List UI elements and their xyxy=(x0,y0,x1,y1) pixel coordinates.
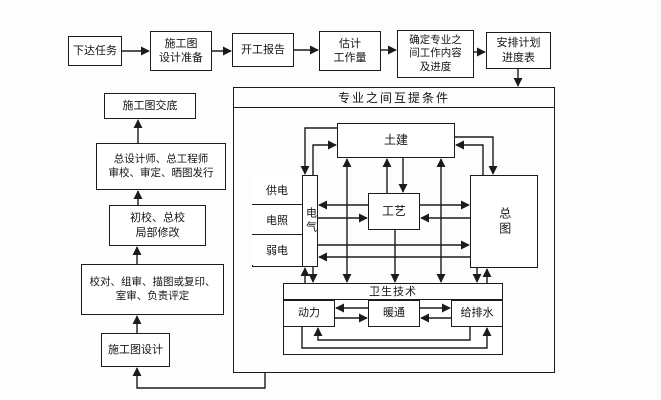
node-chief-designer-engineer-review: 总设计师、总工程师 审校、审定、晒图发行 xyxy=(96,143,226,190)
node-civil-engineering: 土建 xyxy=(337,123,455,158)
group-interdiscipline-conditions-title: 专业之间互提条件 xyxy=(233,87,555,108)
group-sanitary-technology-title: 卫生技术 xyxy=(283,283,503,300)
node-initial-final-proof-partial-revision: 初校、总校 局部修改 xyxy=(109,205,206,246)
node-plan-schedule-table: 安排计划 进度表 xyxy=(486,32,551,69)
node-estimate-workload: 估计 工作量 xyxy=(319,31,381,71)
cell-power-supply: 供电 xyxy=(252,175,302,205)
cell-weak-current: 弱电 xyxy=(252,235,302,265)
cell-hvac: 暖通 xyxy=(368,300,420,327)
node-check-trace-copy-review-evaluate: 校对、组审、描图或复印、 室审、负责评定 xyxy=(81,264,224,315)
cell-lighting: 电照 xyxy=(252,205,302,235)
node-process: 工艺 xyxy=(368,193,420,230)
node-commencement-report: 开工报告 xyxy=(232,33,294,67)
node-construction-drawing-design: 施工图设计 xyxy=(101,333,170,367)
cell-water-supply-drainage: 给排水 xyxy=(451,300,503,327)
node-define-interdiscipline-content-schedule: 确定专业之 间工作内容 及进度 xyxy=(397,30,474,78)
label-electrical: 电气 xyxy=(304,207,318,235)
node-drawing-disclosure: 施工图交底 xyxy=(104,93,196,119)
node-general-layout: 总图 xyxy=(470,175,538,268)
label-general-layout: 总图 xyxy=(497,206,512,237)
node-issue-task: 下达任务 xyxy=(68,36,122,66)
node-drawing-design-preparation: 施工图 设计准备 xyxy=(150,31,212,71)
cell-power-dynamics: 动力 xyxy=(283,300,335,327)
